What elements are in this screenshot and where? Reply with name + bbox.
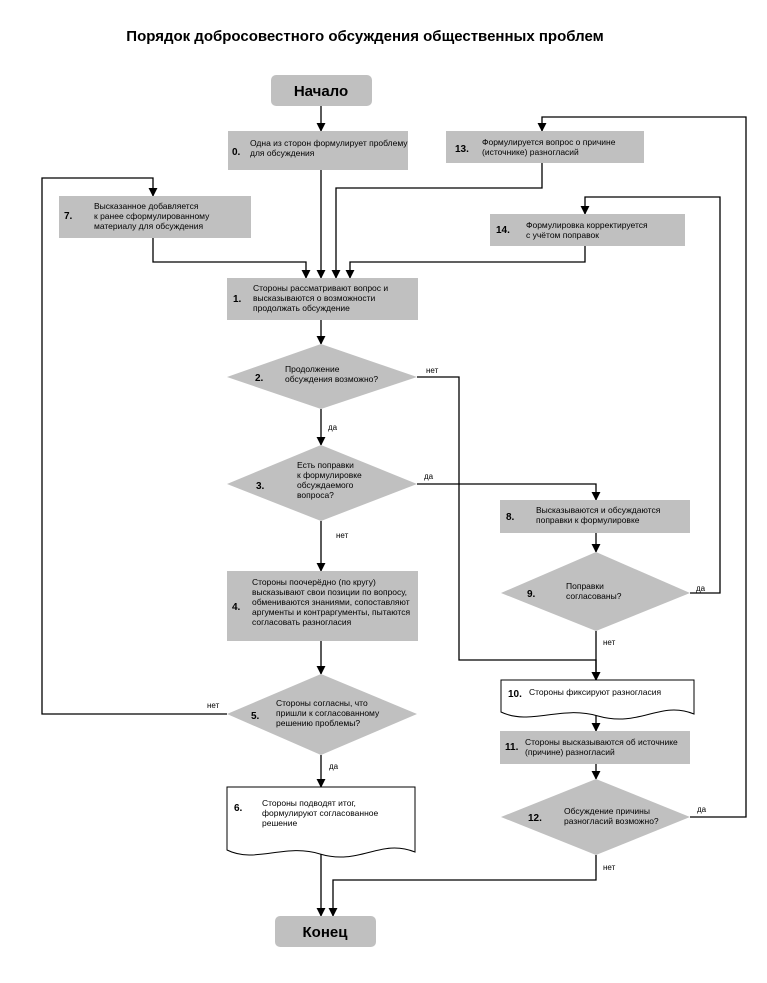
node-13-text: Формулируется вопрос о причине (источник… [482,137,618,157]
label-9-yes: да [696,584,706,593]
terminal-end: Конец [275,916,376,947]
node-9: 9. Поправки согласованы? [501,552,690,631]
node-6-number: 6. [234,803,243,814]
node-12-number: 12. [528,813,542,824]
edge-12-yes-to-13 [537,116,747,818]
node-10-text: Стороны фиксируют разногласия [529,687,661,697]
node-10-number: 10. [508,689,522,700]
terminal-end-label: Конец [303,924,349,941]
node-6-text: Стороны подводят итог, формулируют согла… [262,798,381,828]
terminal-start: Начало [271,75,372,106]
node-8-text: Высказываются и обсуждаются поправки к ф… [536,505,663,525]
node-12-text: Обсуждение причины разногласий возможно? [564,806,659,826]
edge-12-no-to-end [328,855,597,917]
node-14-text: Формулировка корректируется с учётом поп… [526,220,650,240]
connectors [41,106,747,917]
node-5-number: 5. [251,711,260,722]
node-8: 8. Высказываются и обсуждаются поправки … [500,500,690,533]
node-11-number: 11. [505,742,519,753]
node-10: 10. Стороны фиксируют разногласия [500,679,695,720]
node-3-number: 3. [256,481,265,492]
label-12-no: нет [603,863,616,872]
label-2-no: нет [426,366,439,375]
label-12-yes: да [697,805,707,814]
node-1-number: 1. [233,294,242,305]
page-title: Порядок добросовестного обсуждения общес… [126,28,604,45]
node-4-number: 4. [232,602,241,613]
edge-5-no-to-7 [41,177,227,715]
node-7: 7. Высказанное добавляется к ранее сформ… [59,196,251,238]
edge-14-to-1 [345,246,586,279]
node-9-number: 9. [527,589,536,600]
node-12: 12. Обсуждение причины разногласий возмо… [501,779,690,855]
node-13-number: 13. [455,144,469,155]
node-3-text: Есть поправки к формулировке обсуждаемог… [297,460,364,500]
node-1: 1. Стороны рассматривают вопрос и высказ… [227,278,418,320]
label-2-yes: да [328,423,338,432]
node-1-text: Стороны рассматривают вопрос и высказыва… [253,283,391,313]
node-3: 3. Есть поправки к формулировке обсуждае… [227,445,417,521]
node-14-number: 14. [496,225,510,236]
node-13: 13. Формулируется вопрос о причине (исто… [446,131,644,163]
label-9-no: нет [603,638,616,647]
node-5-text: Стороны согласны, что пришли к согласова… [276,698,382,728]
node-14: 14. Формулировка корректируется с учётом… [490,214,685,246]
node-2: 2. Продолжение обсуждения возможно? [227,344,417,409]
node-11: 11. Стороны высказываются об источнике (… [500,731,690,764]
node-4: 4. Стороны поочерёдно (по кругу) высказы… [227,571,418,641]
edge-13-to-1 [331,163,543,279]
label-3-no: нет [336,531,349,540]
edge-7-to-1 [152,238,311,279]
edge-labels: нет да да нет нет да да нет да нет [207,366,707,872]
node-7-text: Высказанное добавляется к ранее сформули… [94,201,212,231]
node-0-number: 0. [232,147,241,158]
node-2-number: 2. [255,373,264,384]
node-0: 0. Одна из сторон формулирует проблему д… [228,131,410,170]
edge-3-yes-to-8 [417,483,601,501]
edge-9-yes-to-14 [580,196,721,594]
node-0-text: Одна из сторон формулирует проблему для … [250,138,410,158]
node-6: 6. Стороны подводят итог, формулируют со… [226,786,416,858]
label-5-yes: да [329,762,339,771]
node-11-text: Стороны высказываются об источнике (прич… [525,737,680,757]
node-5: 5. Стороны согласны, что пришли к соглас… [227,674,417,755]
label-3-yes: да [424,472,434,481]
node-4-text: Стороны поочерёдно (по кругу) высказываю… [252,577,412,627]
node-9-text: Поправки согласованы? [566,581,622,601]
node-2-text: Продолжение обсуждения возможно? [285,364,378,384]
label-5-no: нет [207,701,220,710]
node-8-number: 8. [506,512,515,523]
node-7-number: 7. [64,211,73,222]
terminal-start-label: Начало [294,83,348,100]
